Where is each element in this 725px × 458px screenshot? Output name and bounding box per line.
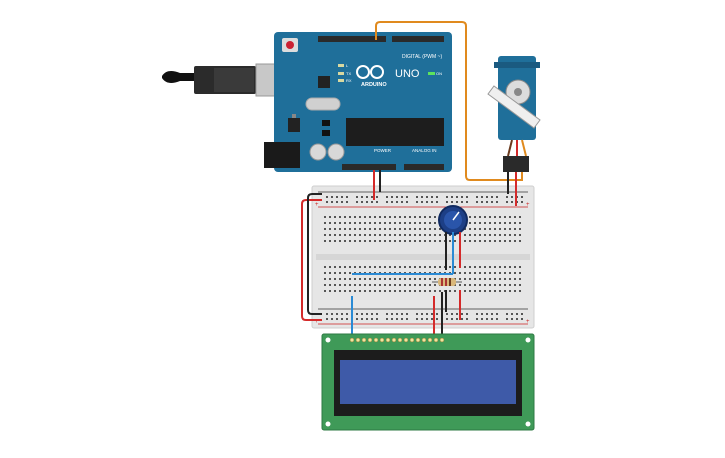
on-label: ON	[436, 71, 442, 76]
power-label: POWER	[374, 148, 392, 153]
power-jack	[264, 142, 300, 168]
breadboard-holes	[324, 196, 523, 320]
wires	[301, 21, 523, 338]
rail-plus-bottom-right: +	[526, 319, 530, 325]
digital-label: DIGITAL (PWM ~)	[402, 54, 442, 60]
model-label: UNO	[395, 68, 420, 80]
rail-plus-top-right: +	[526, 202, 530, 208]
lcd-pin-header	[349, 337, 445, 343]
servo-connector	[503, 156, 529, 172]
arduino-logo-icon	[356, 65, 370, 79]
analog-header	[404, 164, 444, 170]
breadboard: + - + + +	[311, 185, 535, 329]
digital-header-right	[392, 36, 444, 42]
left-power-loop	[301, 199, 322, 321]
lcd-module	[321, 333, 535, 431]
rail-plus-top: +	[315, 202, 319, 208]
orange-signal-wire	[375, 21, 523, 181]
tx-led-label: TX	[346, 71, 351, 76]
resistor	[432, 278, 462, 286]
usb-cable	[162, 63, 283, 97]
rx-led-label: RX	[346, 78, 352, 83]
lcd-screen	[340, 360, 516, 404]
potentiometer	[438, 205, 468, 235]
digital-header-left	[318, 36, 386, 42]
left-ground-loop	[307, 193, 322, 315]
center-channel	[316, 254, 530, 260]
on-led	[428, 72, 435, 75]
l-led-label: L	[346, 63, 349, 68]
analog-label: ANALOG IN	[412, 148, 437, 153]
servo-motor	[487, 56, 541, 172]
brand-label: ARDUINO	[361, 82, 387, 88]
power-header	[342, 164, 396, 170]
rail-plus-bottom: +	[315, 319, 319, 325]
servo-horn	[487, 85, 541, 129]
arduino-board: DIGITAL (PWM ~) ARDUINO UNO L TX RX ON P…	[264, 32, 452, 172]
atmega-chip	[346, 118, 444, 146]
